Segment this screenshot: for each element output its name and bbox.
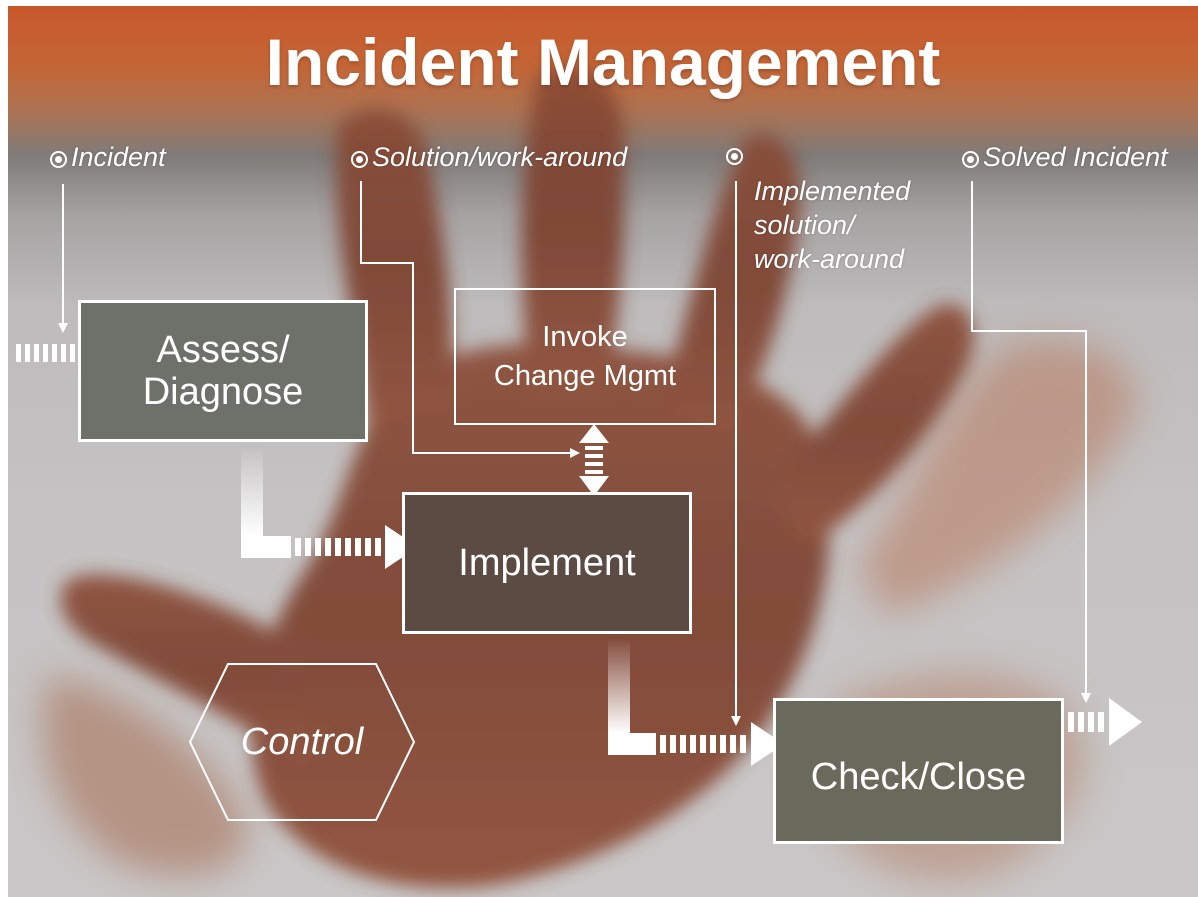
solution-line bbox=[360, 181, 580, 458]
check-close-box: Check/Close bbox=[773, 698, 1064, 844]
invoke-change-mgmt-box: Invoke Change Mgmt bbox=[454, 288, 716, 425]
invoke-implement-double-arrow bbox=[579, 424, 609, 496]
bullet-icon bbox=[50, 151, 67, 168]
implement-to-check-arrow bbox=[608, 638, 784, 766]
diagram-title: Incident Management bbox=[265, 25, 941, 99]
input-label-incident: Incident bbox=[50, 140, 166, 174]
solved-line bbox=[971, 181, 1091, 703]
hexagon-shape bbox=[188, 663, 416, 821]
bullet-icon bbox=[726, 148, 743, 165]
assess-to-implement-arrow bbox=[241, 446, 418, 569]
diagram-canvas: Incident Management bbox=[8, 6, 1198, 897]
implement-box: Implement bbox=[402, 492, 692, 634]
control-hexagon: Control bbox=[188, 662, 416, 822]
input-label-implemented: Implemented solution/ work-around bbox=[726, 140, 910, 276]
bullet-icon bbox=[351, 151, 368, 168]
assess-diagnose-box: Assess/ Diagnose bbox=[78, 300, 368, 442]
input-label-solution: Solution/work-around bbox=[351, 140, 627, 174]
input-label-solved: Solved Incident bbox=[962, 140, 1168, 174]
bullet-icon bbox=[962, 151, 979, 168]
